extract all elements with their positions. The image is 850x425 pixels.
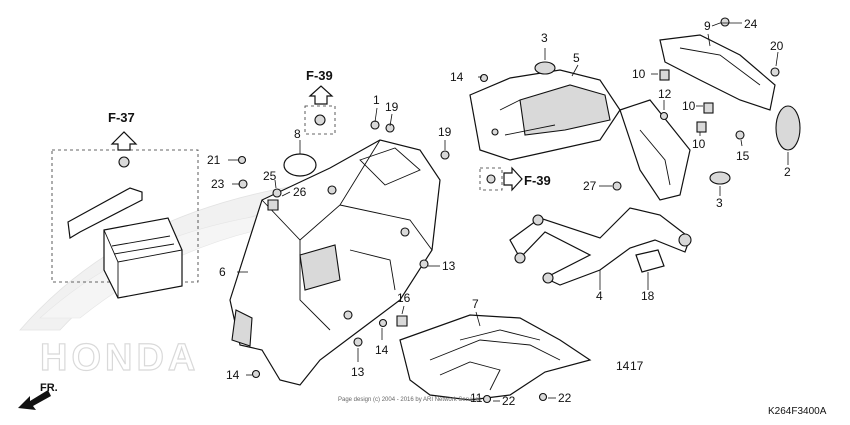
- honda-watermark-text: HONDA: [40, 337, 199, 379]
- grab-rail: [509, 207, 692, 286]
- callout-19b: 19: [438, 125, 452, 139]
- callout-19: 19: [385, 100, 399, 114]
- callout-10c: 10: [692, 137, 706, 151]
- ref-f39-right: F-39: [479, 166, 551, 192]
- collar: [659, 69, 670, 81]
- rear-fender: [229, 139, 441, 386]
- callout-14c: 14: [226, 368, 240, 382]
- hardware: [237, 17, 780, 404]
- up-arrow-icon: [110, 131, 138, 151]
- honda-wing-watermark: HONDA: [19, 184, 301, 380]
- clip-icon: [314, 114, 326, 126]
- up-arrow-icon: [308, 85, 334, 105]
- ref-label-f39-right: F-39: [524, 173, 551, 188]
- callout-3b: 3: [716, 196, 723, 210]
- callout-8: 8: [294, 127, 301, 141]
- ref-label-f37: F-37: [108, 110, 135, 125]
- clip-icon: [486, 174, 496, 184]
- callout-12: 12: [658, 87, 672, 101]
- reflector: [775, 105, 801, 151]
- o-ring: [283, 153, 317, 177]
- callout-13b: 13: [351, 365, 365, 379]
- bolt-icon: [118, 156, 130, 168]
- callout-15: 15: [736, 149, 750, 163]
- callout-9: 9: [704, 19, 711, 33]
- collar: [703, 102, 714, 114]
- callout-18: 18: [641, 289, 655, 303]
- washer: [534, 61, 556, 75]
- right-arrow-icon: [503, 166, 523, 192]
- callout-14d: 14: [616, 359, 630, 373]
- callout-11: 11: [470, 391, 483, 405]
- lower-mudguard: [399, 314, 592, 401]
- collar: [696, 121, 707, 133]
- callout-22b: 22: [558, 391, 572, 405]
- callout-1: 1: [373, 93, 380, 107]
- callout-17: 17: [630, 359, 644, 373]
- callout-10: 10: [632, 67, 646, 81]
- callout-16: 16: [397, 291, 411, 305]
- callout-21: 21: [207, 153, 221, 167]
- license-bracket: [619, 34, 776, 201]
- callout-4: 4: [596, 289, 603, 303]
- callout-24: 24: [744, 17, 758, 31]
- copyright-notice: Page design (c) 2004 - 2016 by ARI Netwo…: [338, 397, 481, 403]
- callout-14b: 14: [375, 343, 389, 357]
- front-arrow-icon: FR.: [18, 382, 58, 410]
- battery-body: [103, 217, 183, 299]
- leader-lines: [228, 22, 789, 402]
- battery-group: F-37: [51, 110, 199, 299]
- callout-27: 27: [583, 179, 597, 193]
- callout-22: 22: [502, 394, 516, 408]
- callout-23: 23: [211, 177, 225, 191]
- callout-14: 14: [450, 70, 464, 84]
- callout-7: 7: [472, 297, 479, 311]
- front-label: FR.: [40, 382, 58, 394]
- callout-13: 13: [442, 259, 456, 273]
- callout-26: 26: [293, 185, 307, 199]
- callout-3: 3: [541, 31, 548, 45]
- callout-20: 20: [770, 39, 784, 53]
- callout-2: 2: [784, 165, 791, 179]
- drawing-code: K264F3400A: [768, 406, 827, 417]
- rear-cover-bracket: [469, 69, 621, 161]
- battery-band: [67, 187, 143, 239]
- callout-5: 5: [573, 51, 580, 65]
- callout-25: 25: [263, 169, 277, 183]
- ref-f39-upper: F-39: [304, 68, 336, 135]
- callout-6: 6: [219, 265, 226, 279]
- washer: [709, 171, 731, 185]
- cap: [635, 249, 665, 273]
- callout-10b: 10: [682, 99, 696, 113]
- ref-label-f39-upper: F-39: [306, 68, 333, 83]
- callouts: 1 2 3 3 4 5 6 7 8 9 10 10 10 11 12 13 13…: [207, 17, 791, 408]
